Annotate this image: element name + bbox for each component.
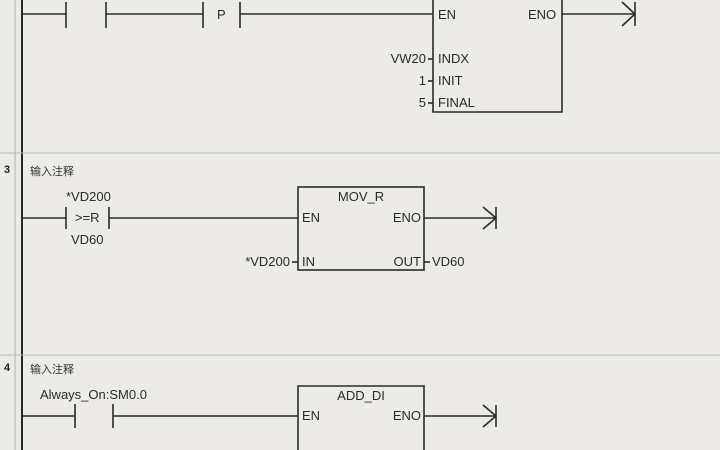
network-number: 4 (4, 362, 11, 374)
eno-pin-label: ENO (392, 210, 421, 225)
indx-pin-label: INDX (438, 51, 470, 66)
in-value[interactable]: *VD200 (245, 254, 290, 269)
init-pin-label: INIT (438, 73, 463, 88)
final-pin-label: FINAL (438, 95, 475, 110)
network-3-rung (22, 186, 498, 271)
network-number: 3 (4, 164, 11, 176)
network-comment[interactable]: 输入注释 (30, 364, 74, 376)
network-2-rung (22, 0, 637, 113)
en-pin-label: EN (302, 408, 321, 423)
for-box (432, 0, 563, 113)
eno-pin-label: ENO (392, 408, 421, 423)
init-value[interactable]: 1 (418, 73, 426, 88)
out-value[interactable]: VD60 (432, 254, 465, 269)
mov-r-box (297, 186, 425, 271)
en-pin-label: EN (302, 210, 321, 225)
network-4-rung (22, 385, 498, 450)
final-value[interactable]: 5 (418, 95, 426, 110)
compare-bottom-operand[interactable]: VD60 (71, 232, 104, 247)
always-on-contact-label[interactable]: Always_On:SM0.0 (40, 387, 147, 402)
compare-operator[interactable]: >=R (75, 210, 100, 225)
eno-pin-label: ENO (528, 7, 557, 22)
out-pin-label: OUT (393, 254, 421, 269)
indx-value[interactable]: VW20 (390, 51, 426, 66)
en-pin-label: EN (438, 7, 457, 22)
p-contact-label[interactable]: P (217, 7, 226, 22)
add-di-box (297, 385, 425, 450)
in-pin-label: IN (302, 254, 315, 269)
mov-r-title: MOV_R (337, 189, 385, 204)
compare-top-operand[interactable]: *VD200 (66, 189, 111, 204)
add-di-title: ADD_DI (337, 388, 385, 403)
network-comment[interactable]: 输入注释 (30, 166, 74, 178)
